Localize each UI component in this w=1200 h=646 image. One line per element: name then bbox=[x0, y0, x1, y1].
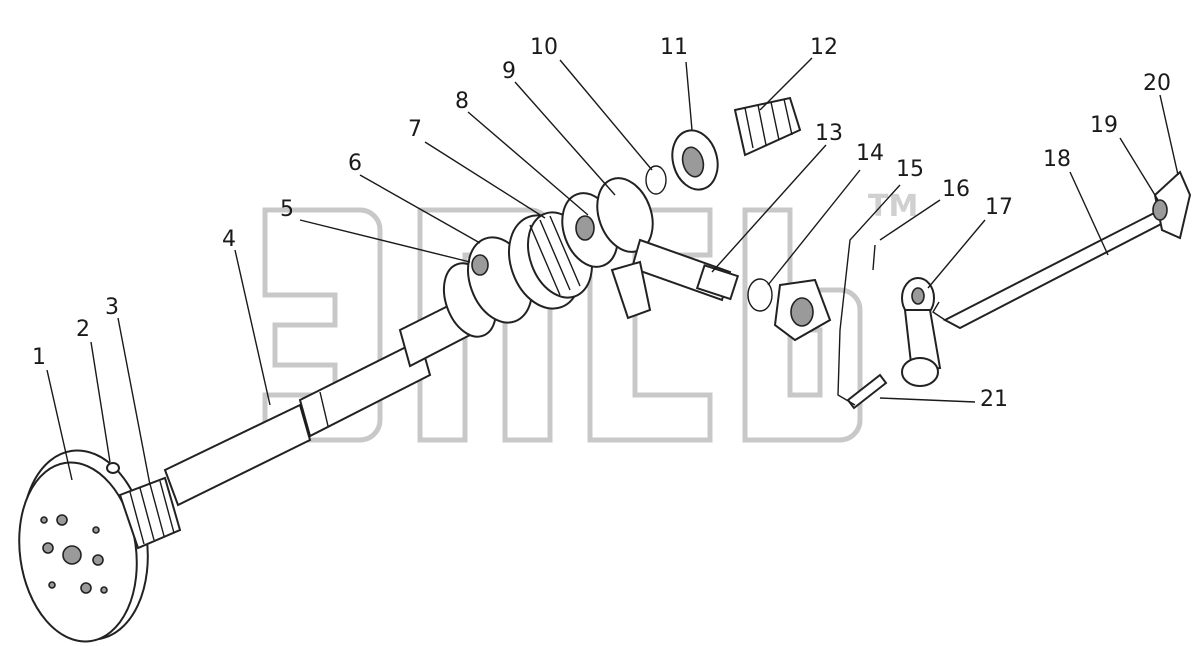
watermark-trademark: TM bbox=[868, 189, 918, 224]
callout-8: 8 bbox=[455, 89, 469, 114]
callout-19: 19 bbox=[1090, 113, 1118, 138]
part-11-thrust-washer bbox=[671, 129, 719, 191]
callout-6: 6 bbox=[348, 151, 362, 176]
part-4-main-shaft bbox=[163, 298, 472, 507]
callout-16: 16 bbox=[942, 177, 970, 202]
callout-14: 14 bbox=[856, 141, 884, 166]
leader-lines bbox=[46, 57, 1179, 486]
part-10-snap-ring bbox=[645, 165, 667, 195]
callout-15: 15 bbox=[896, 157, 924, 182]
part-17-lever bbox=[901, 277, 942, 387]
callout-3: 3 bbox=[105, 295, 119, 320]
callout-21: 21 bbox=[980, 387, 1008, 412]
part-1-flange-disc bbox=[18, 449, 149, 643]
part-12-spline-coupling bbox=[733, 96, 802, 157]
part-8-9-gear-cluster bbox=[561, 177, 654, 268]
part-18-rod bbox=[932, 208, 1167, 330]
part-2-screw bbox=[106, 462, 120, 474]
callout-labels: 1 2 3 4 5 6 7 8 9 10 11 12 13 14 15 16 1… bbox=[32, 35, 1171, 412]
callout-5: 5 bbox=[280, 197, 294, 222]
part-13-output-shaft bbox=[610, 238, 740, 320]
callout-18: 18 bbox=[1043, 147, 1071, 172]
callout-17: 17 bbox=[985, 195, 1013, 220]
callout-13: 13 bbox=[815, 121, 843, 146]
part-14-ring bbox=[747, 278, 773, 312]
part-5-6-gear-block bbox=[442, 236, 533, 338]
part-bearing-nut bbox=[773, 278, 832, 342]
part-21-pin bbox=[846, 373, 888, 410]
part-7-clutch bbox=[508, 211, 593, 310]
callout-4: 4 bbox=[222, 227, 236, 252]
part-16-pin bbox=[872, 244, 876, 271]
callout-10: 10 bbox=[530, 35, 558, 60]
callout-11: 11 bbox=[660, 35, 688, 60]
part-20-knob bbox=[1152, 170, 1192, 240]
callout-20: 20 bbox=[1143, 71, 1171, 96]
callout-1: 1 bbox=[32, 345, 46, 370]
callout-2: 2 bbox=[76, 317, 90, 342]
callout-7: 7 bbox=[408, 117, 422, 142]
callout-12: 12 bbox=[810, 35, 838, 60]
callout-9: 9 bbox=[502, 59, 516, 84]
